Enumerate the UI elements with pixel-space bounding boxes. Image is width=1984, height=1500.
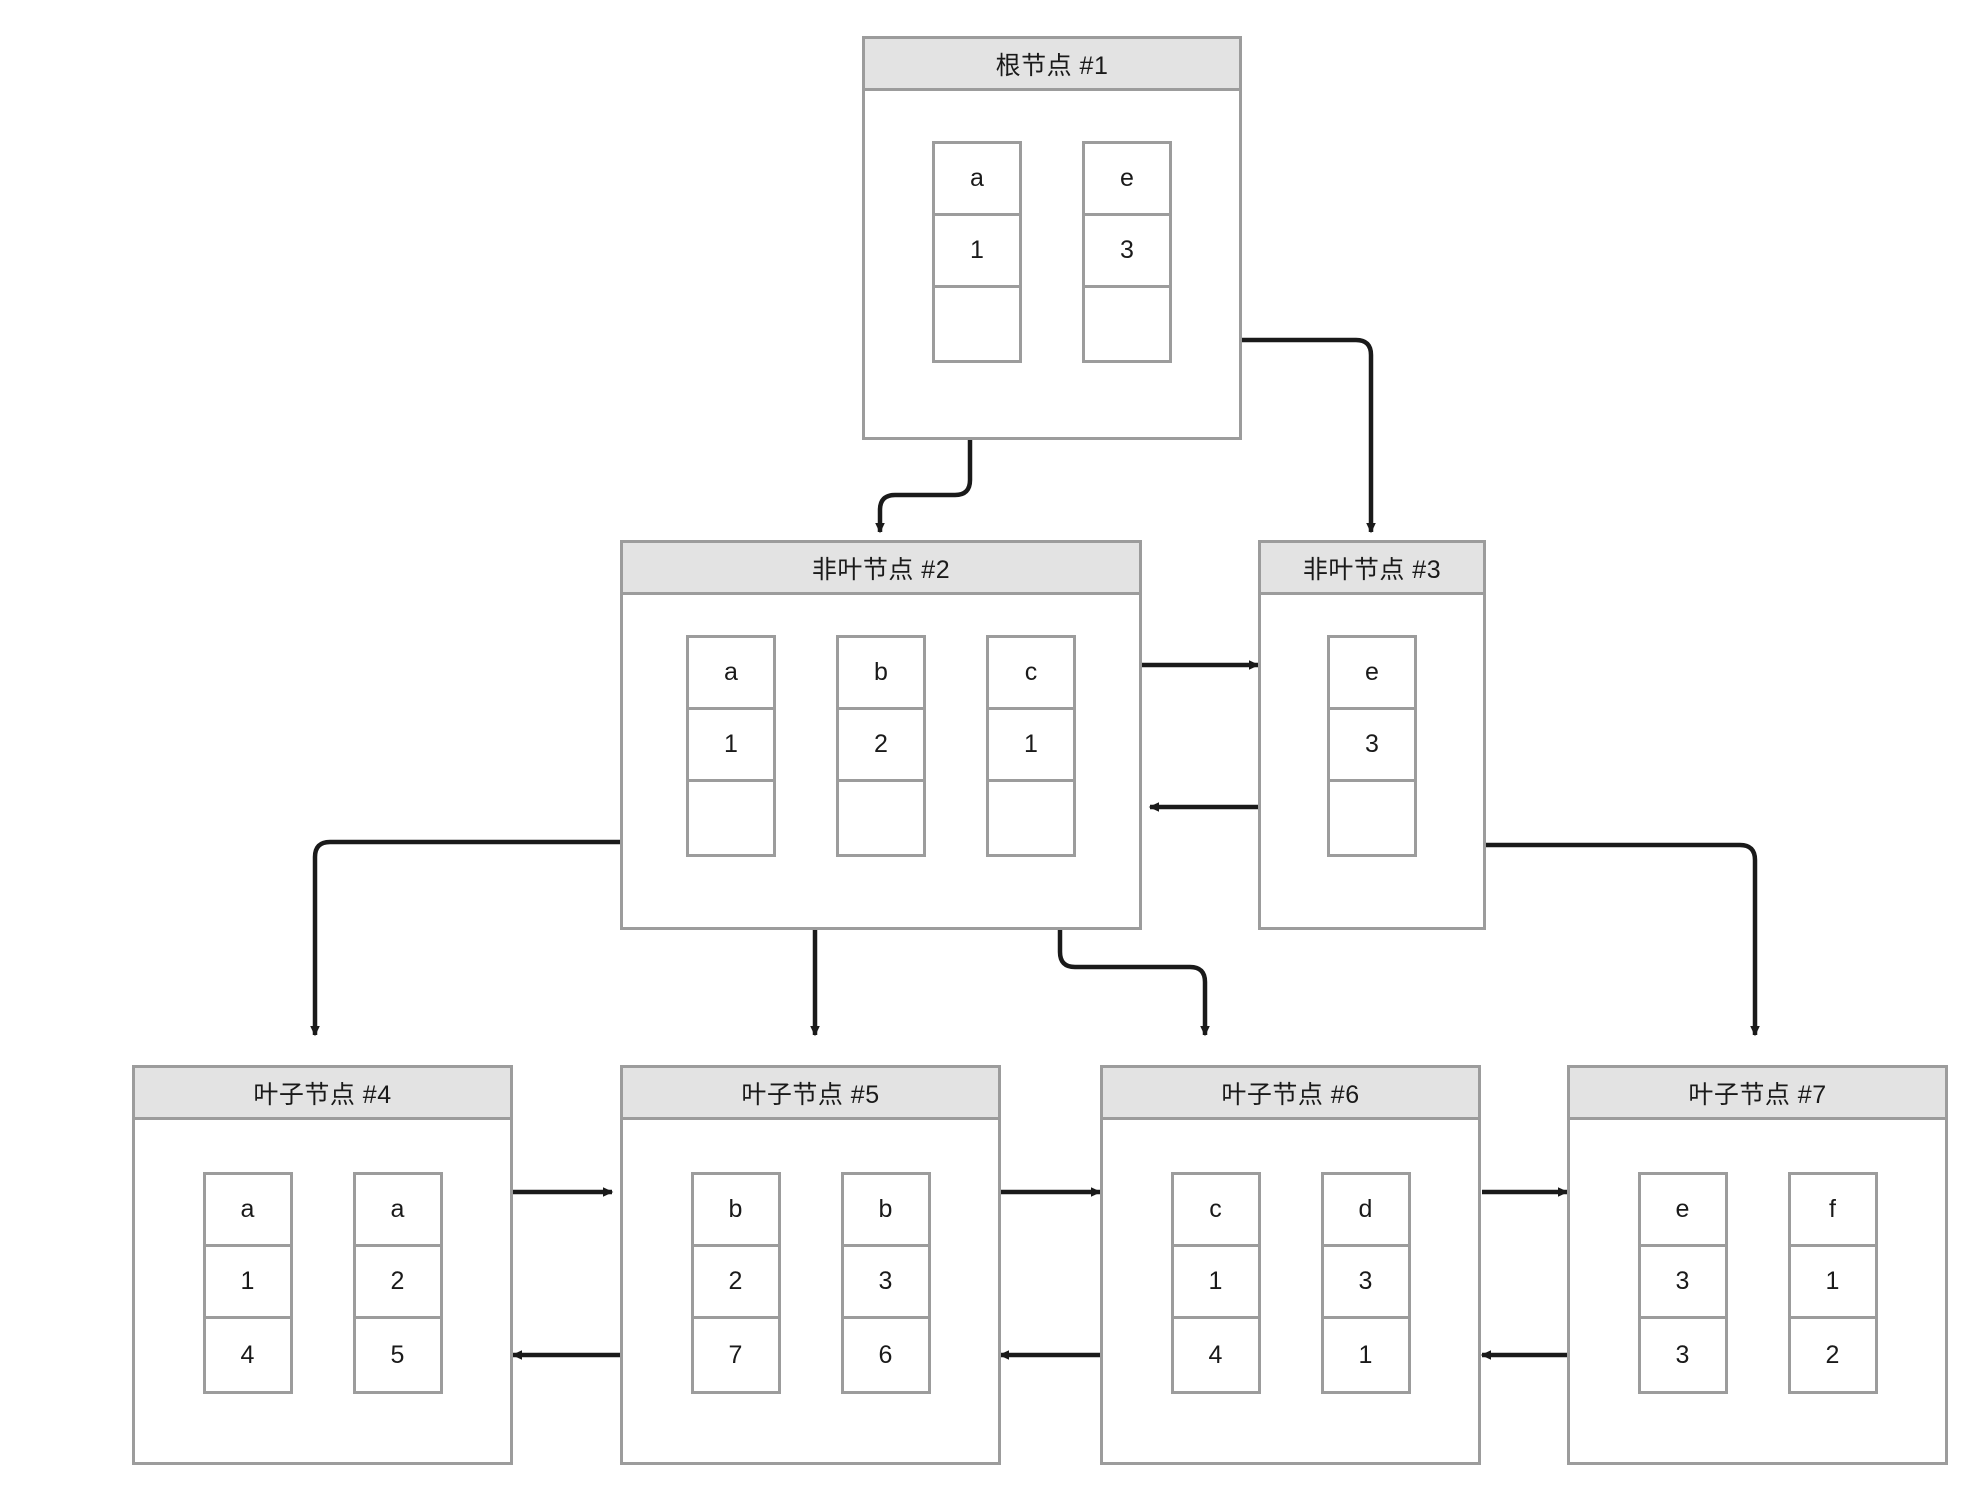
node-leaf-6-cell-1[interactable]: d 3 1 [1320, 1172, 1411, 1394]
cell-key: e [1330, 638, 1414, 710]
cell-key: d [1323, 1175, 1408, 1247]
cell-value: 2 [355, 1247, 440, 1319]
cell-value: 3 [843, 1247, 928, 1319]
cell-pointer [689, 782, 773, 854]
cell-pointer [989, 782, 1073, 854]
node-leaf-4-body: a 1 4 a 2 5 [135, 1120, 510, 1462]
cell-pointer [1330, 782, 1414, 854]
cell-extra: 5 [355, 1319, 440, 1391]
node-root-1-cell-1[interactable]: e 3 [1082, 141, 1172, 363]
cell-key: e [1085, 144, 1169, 216]
node-leaf-7-title: 叶子节点 #7 [1570, 1068, 1945, 1120]
cell-extra: 7 [693, 1319, 778, 1391]
node-leaf-4-cell-1[interactable]: a 2 5 [352, 1172, 443, 1394]
cell-value: 1 [205, 1247, 290, 1319]
node-leaf-6[interactable]: 叶子节点 #6 c 1 4 d 3 1 [1100, 1065, 1481, 1465]
node-leaf-7-cell-0[interactable]: e 3 3 [1637, 1172, 1728, 1394]
node-leaf-6-cell-0[interactable]: c 1 4 [1170, 1172, 1261, 1394]
cell-extra: 1 [1323, 1319, 1408, 1391]
node-internal-2[interactable]: 非叶节点 #2 a 1 b 2 c 1 [620, 540, 1142, 930]
node-leaf-7-cell-1[interactable]: f 1 2 [1787, 1172, 1878, 1394]
cell-value: 3 [1330, 710, 1414, 782]
node-internal-3-body: e 3 [1261, 595, 1483, 927]
cell-pointer [935, 288, 1019, 360]
cell-value: 1 [989, 710, 1073, 782]
cell-key: b [839, 638, 923, 710]
cell-extra: 2 [1790, 1319, 1875, 1391]
cell-extra: 3 [1640, 1319, 1725, 1391]
cell-key: a [689, 638, 773, 710]
node-leaf-4-title: 叶子节点 #4 [135, 1068, 510, 1120]
node-root-1-cell-0[interactable]: a 1 [932, 141, 1022, 363]
node-root-1-title: 根节点 #1 [865, 39, 1239, 91]
node-leaf-5-body: b 2 7 b 3 6 [623, 1120, 998, 1462]
node-internal-2-title: 非叶节点 #2 [623, 543, 1139, 595]
cell-key: f [1790, 1175, 1875, 1247]
node-root-1-body: a 1 e 3 [865, 91, 1239, 437]
node-leaf-4-cell-0[interactable]: a 1 4 [202, 1172, 293, 1394]
node-leaf-7[interactable]: 叶子节点 #7 e 3 3 f 1 2 [1567, 1065, 1948, 1465]
cell-key: a [205, 1175, 290, 1247]
cell-value: 3 [1323, 1247, 1408, 1319]
cell-key: b [843, 1175, 928, 1247]
node-root-1[interactable]: 根节点 #1 a 1 e 3 [862, 36, 1242, 440]
node-leaf-5-title: 叶子节点 #5 [623, 1068, 998, 1120]
node-internal-2-body: a 1 b 2 c 1 [623, 595, 1139, 927]
cell-value: 3 [1640, 1247, 1725, 1319]
cell-value: 1 [1173, 1247, 1258, 1319]
cell-key: e [1640, 1175, 1725, 1247]
node-leaf-5-cell-1[interactable]: b 3 6 [840, 1172, 931, 1394]
node-internal-2-cell-2[interactable]: c 1 [986, 635, 1076, 857]
cell-pointer [1085, 288, 1169, 360]
node-leaf-4[interactable]: 叶子节点 #4 a 1 4 a 2 5 [132, 1065, 513, 1465]
node-internal-3-title: 非叶节点 #3 [1261, 543, 1483, 595]
node-internal-3[interactable]: 非叶节点 #3 e 3 [1258, 540, 1486, 930]
cell-extra: 4 [205, 1319, 290, 1391]
cell-value: 2 [839, 710, 923, 782]
cell-key: b [693, 1175, 778, 1247]
cell-key: c [1173, 1175, 1258, 1247]
cell-key: c [989, 638, 1073, 710]
node-internal-2-cell-0[interactable]: a 1 [686, 635, 776, 857]
cell-extra: 6 [843, 1319, 928, 1391]
node-internal-2-cell-1[interactable]: b 2 [836, 635, 926, 857]
cell-value: 1 [689, 710, 773, 782]
node-internal-3-cell-0[interactable]: e 3 [1327, 635, 1417, 857]
cell-key: a [935, 144, 1019, 216]
node-leaf-5[interactable]: 叶子节点 #5 b 2 7 b 3 6 [620, 1065, 1001, 1465]
cell-value: 2 [693, 1247, 778, 1319]
cell-value: 1 [1790, 1247, 1875, 1319]
cell-pointer [839, 782, 923, 854]
node-leaf-7-body: e 3 3 f 1 2 [1570, 1120, 1945, 1462]
cell-extra: 4 [1173, 1319, 1258, 1391]
cell-value: 3 [1085, 216, 1169, 288]
node-leaf-6-title: 叶子节点 #6 [1103, 1068, 1478, 1120]
node-leaf-6-body: c 1 4 d 3 1 [1103, 1120, 1478, 1462]
cell-key: a [355, 1175, 440, 1247]
node-leaf-5-cell-0[interactable]: b 2 7 [690, 1172, 781, 1394]
cell-value: 1 [935, 216, 1019, 288]
